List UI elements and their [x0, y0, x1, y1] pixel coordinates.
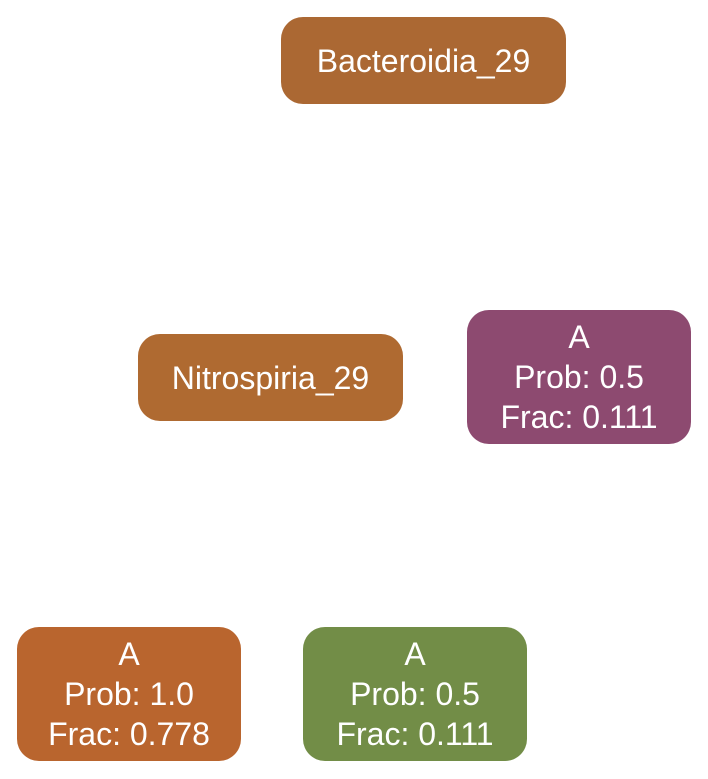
node-label: Nitrospiria_29 [171, 359, 370, 396]
node-label: Bacteroidia_29 [316, 42, 531, 79]
node-nitrospiria: Nitrospiria_29 [138, 334, 403, 421]
leaf-node-middle: A Prob: 0.5 Frac: 0.111 [303, 627, 527, 761]
leaf-frac: Frac: 0.111 [500, 399, 658, 435]
leaf-node-left: A Prob: 1.0 Frac: 0.778 [17, 627, 241, 761]
leaf-prob: Prob: 1.0 [64, 676, 194, 712]
leaf-frac: Frac: 0.778 [48, 716, 210, 752]
leaf-frac: Frac: 0.111 [336, 716, 494, 752]
leaf-class: A [118, 636, 140, 672]
leaf-prob: Prob: 0.5 [350, 676, 480, 712]
leaf-node-right: A Prob: 0.5 Frac: 0.111 [467, 310, 691, 444]
leaf-class: A [568, 319, 590, 355]
node-bacteroidia: Bacteroidia_29 [281, 17, 566, 104]
leaf-class: A [404, 636, 426, 672]
leaf-prob: Prob: 0.5 [514, 359, 644, 395]
